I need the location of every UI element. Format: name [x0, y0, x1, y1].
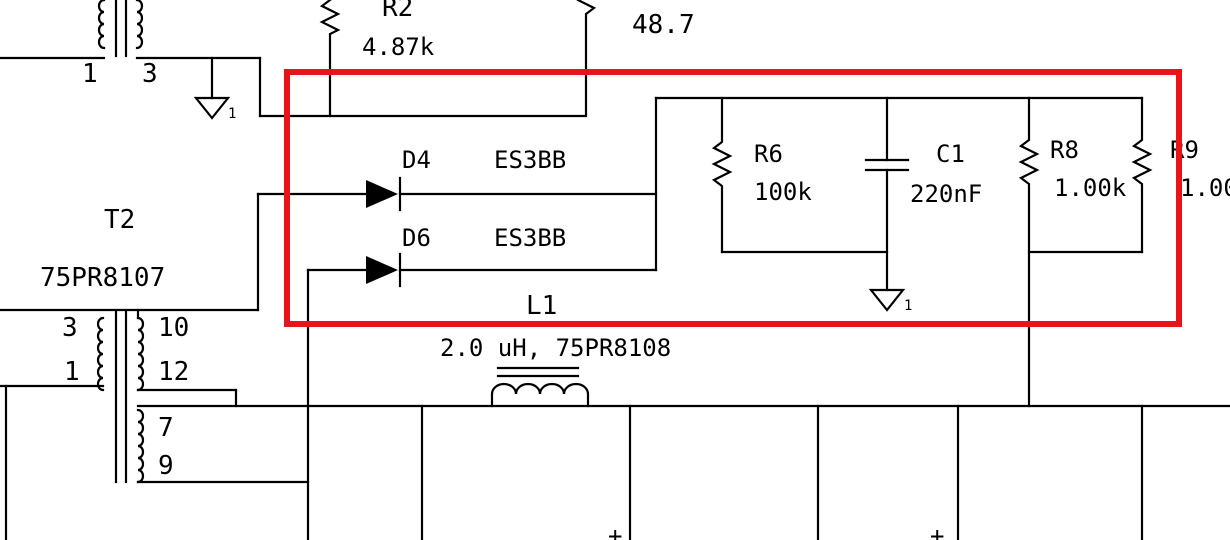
- ground-symbol-c1: [868, 288, 906, 312]
- resistor-r2: [319, 0, 341, 118]
- t2-pin10-label: 10: [158, 313, 189, 343]
- l1-ref-label: L1: [526, 291, 557, 321]
- r6-value-label: 100k: [754, 178, 812, 206]
- highlight-box: [284, 69, 1182, 327]
- ground-c1-label: 1: [904, 298, 912, 314]
- d6-part-label: ES3BB: [494, 224, 566, 252]
- t2-pin7-label: 7: [158, 413, 174, 443]
- l1-value-label: 2.0 uH, 75PR8108: [440, 334, 671, 362]
- ground-symbol-top: [193, 56, 231, 120]
- t1-pin3-label: 3: [142, 59, 158, 89]
- t2-part-label: 75PR8107: [40, 263, 165, 293]
- d4-ref-label: D4: [402, 146, 431, 174]
- r9-value-label: 1.00: [1180, 174, 1230, 202]
- transformer-t2: [0, 308, 1230, 484]
- r-48r7-value-label: 48.7: [632, 10, 695, 40]
- d4-part-label: ES3BB: [494, 146, 566, 174]
- ground-top-label: 1: [228, 106, 236, 122]
- t2-ref-label: T2: [104, 205, 135, 235]
- t2-pin12-label: 12: [158, 357, 189, 387]
- diode-d6: [306, 252, 658, 288]
- t2-pin1-label: 1: [64, 357, 80, 387]
- t1-pin1-label: 1: [82, 59, 98, 89]
- resistor-r6: [711, 96, 733, 254]
- r2-ref-label: R2: [382, 0, 413, 23]
- resistor-48r7: [576, 0, 597, 118]
- c1-value-label: 220nF: [910, 180, 982, 208]
- capacitor-c1: [864, 96, 910, 290]
- resistor-r8: [1018, 96, 1040, 408]
- resistor-r9: [1131, 96, 1153, 254]
- r9-ref-label: R9: [1170, 136, 1199, 164]
- r2-value-label: 4.87k: [362, 33, 435, 61]
- plus-mark-2: +: [930, 522, 944, 540]
- r6-ref-label: R6: [754, 140, 783, 168]
- plus-mark-1: +: [608, 522, 622, 540]
- c1-ref-label: C1: [936, 140, 965, 168]
- r8-ref-label: R8: [1050, 136, 1079, 164]
- inductor-l1: [490, 366, 590, 408]
- t2-pin9-label: 9: [158, 451, 174, 481]
- d6-ref-label: D6: [402, 224, 431, 252]
- r8-value-label: 1.00k: [1054, 174, 1127, 202]
- t2-pin3-label: 3: [62, 313, 78, 343]
- diode-d4: [256, 176, 658, 212]
- transformer-t1: [0, 0, 587, 118]
